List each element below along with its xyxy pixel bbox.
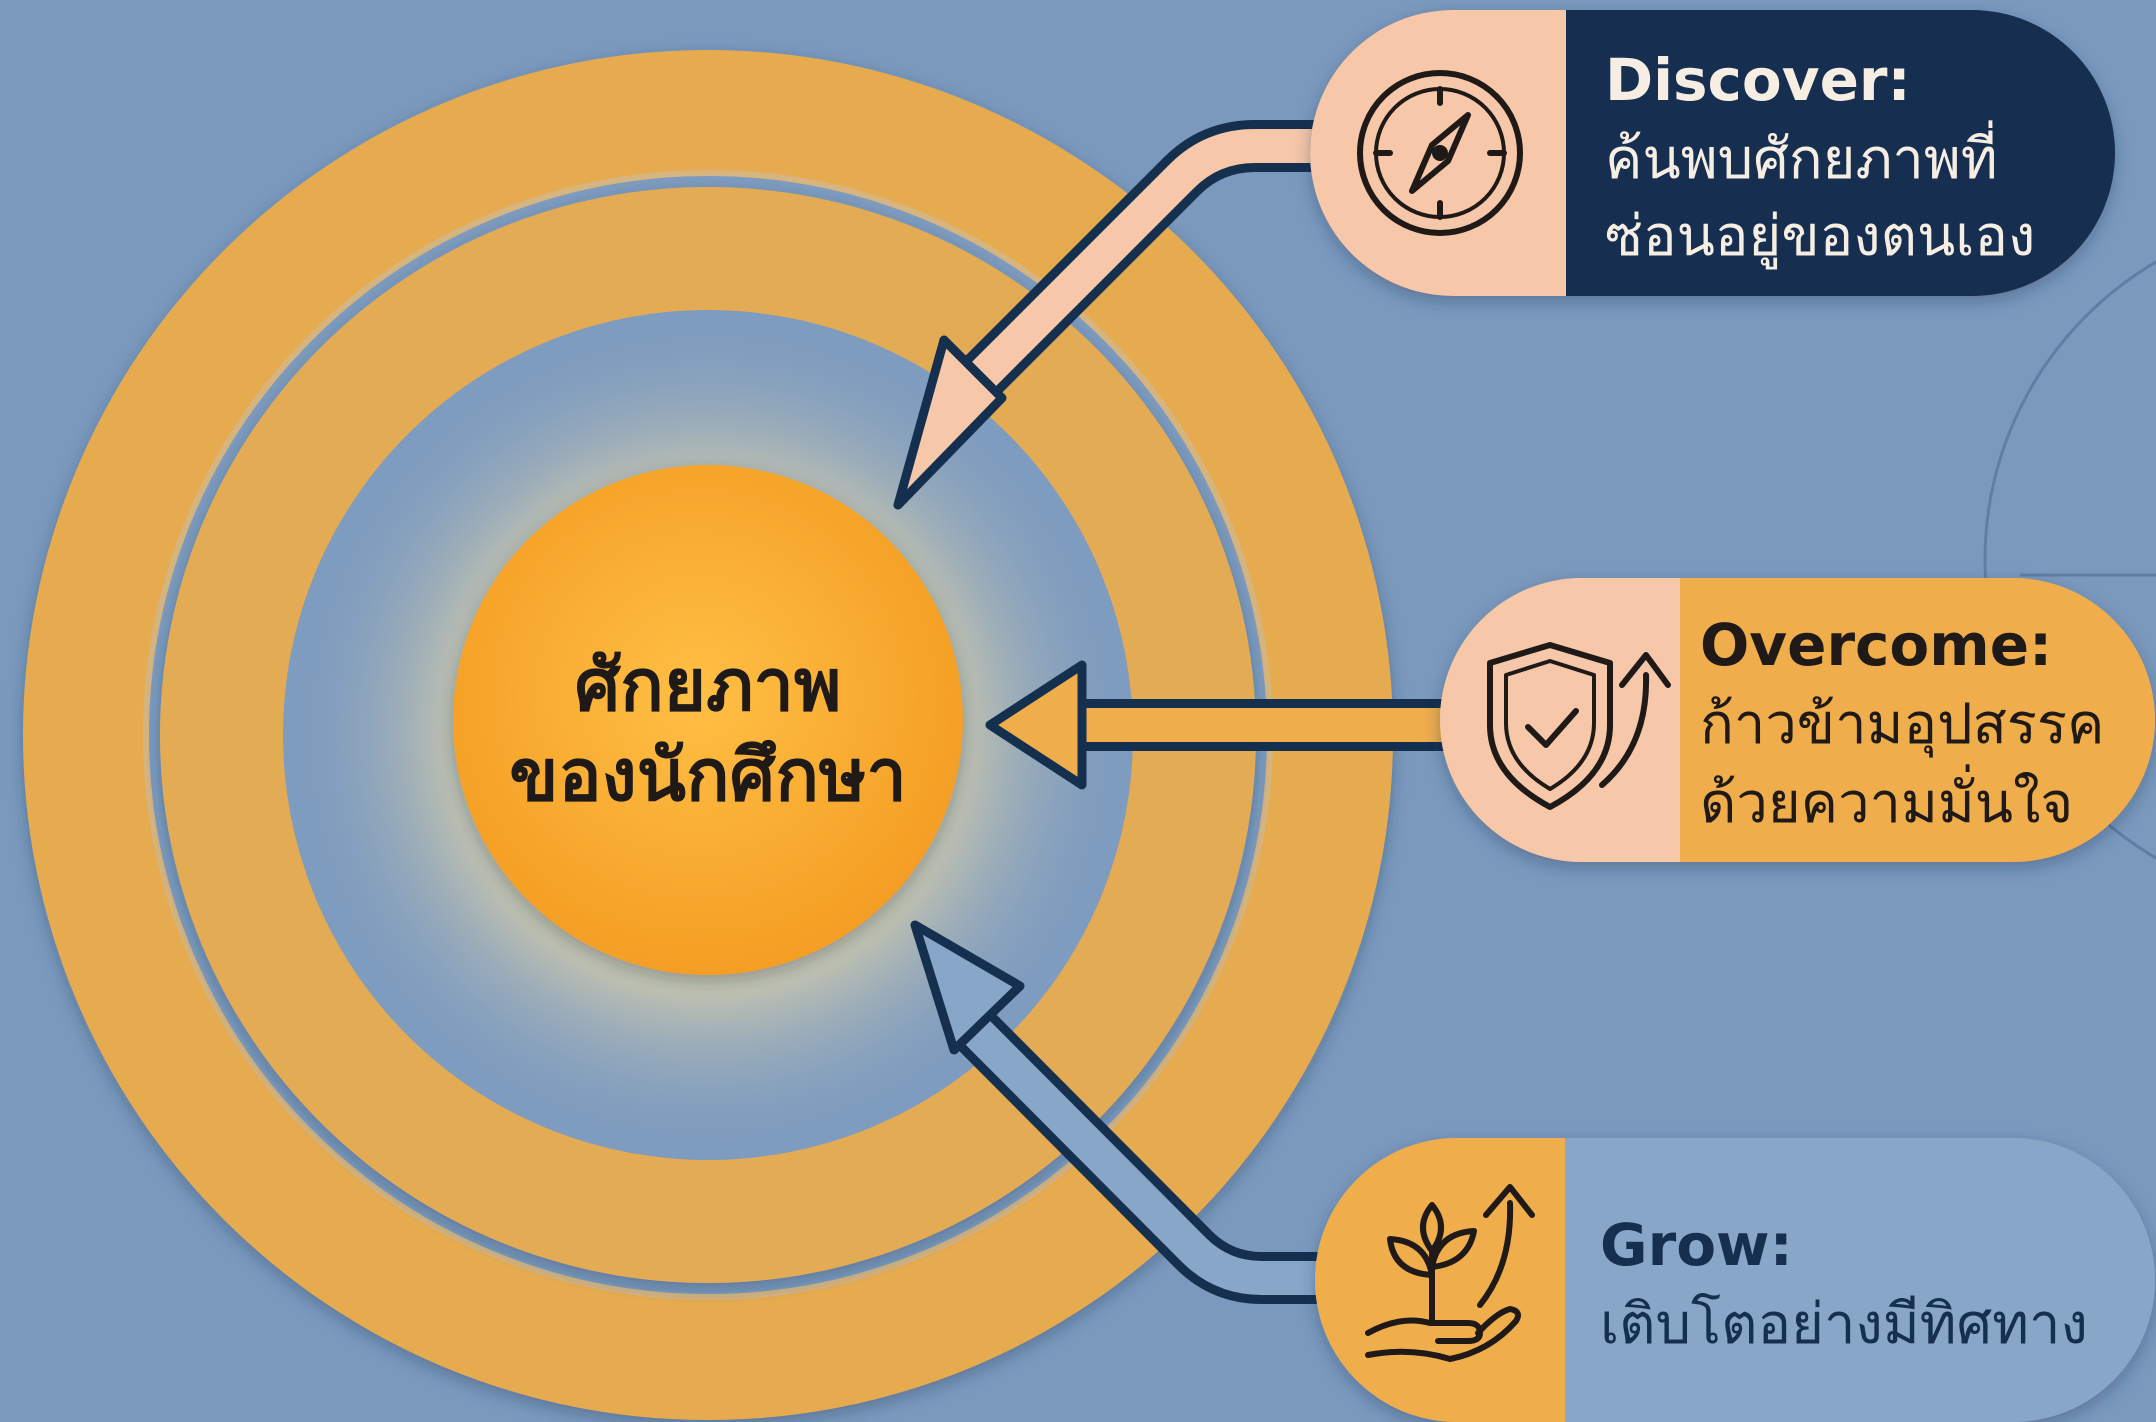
core-circle <box>453 465 963 975</box>
card-overcome-line2: ด้วยความมั่นใจ <box>1700 764 2073 836</box>
discover-arrow <box>893 120 1315 510</box>
card-grow-title: Grow: <box>1600 1211 1793 1279</box>
background-arc <box>1983 260 2156 860</box>
card-grow <box>1315 1138 2155 1422</box>
card-discover-line2: ซ่อนอยู่ของตนเอง <box>1605 204 2035 270</box>
card-overcome-title: Overcome: <box>1700 611 2052 679</box>
card-grow-line1: เติบโตอย่างมีทิศทาง <box>1600 1292 2088 1357</box>
grow-arrow <box>910 920 1318 1304</box>
shield-check-arrow-icon <box>1487 642 1671 810</box>
hand-plant-arrow-icon <box>1365 1184 1535 1362</box>
card-overcome-line1: ก้าวข้ามอุปสรรค <box>1700 692 2104 758</box>
center-title-line1: ศักยภาพ <box>575 643 842 727</box>
overcome-arrow <box>985 660 1448 790</box>
card-overcome <box>1440 578 2155 862</box>
card-discover-line1: ค้นพบศักยภาพที่ <box>1605 120 1998 192</box>
compass-icon <box>1357 70 1523 236</box>
center-title-line2: ของนักศึกษา <box>509 733 907 817</box>
card-discover-title: Discover: <box>1605 46 1911 114</box>
